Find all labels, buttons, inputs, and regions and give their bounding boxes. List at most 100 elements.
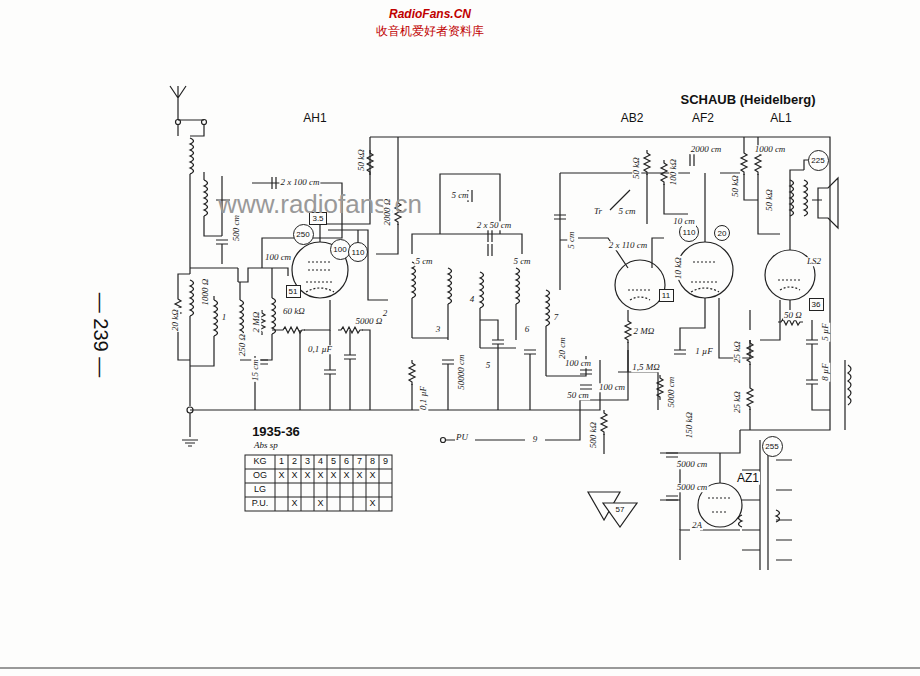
component-value: 50 kΩ — [765, 188, 774, 212]
component-value: 100 cm — [564, 359, 592, 368]
component-value: 2 x 100 cm — [279, 178, 320, 187]
table-cell: X — [277, 471, 285, 480]
component-value: 250 Ω — [238, 333, 247, 357]
heading-label: AB2 — [620, 112, 645, 125]
component-value: 150 kΩ — [685, 411, 694, 439]
heading-label: Abs sp — [253, 441, 279, 450]
marker-text: 36 — [812, 300, 821, 309]
table-cell: X — [355, 471, 363, 480]
component-value: 5 cm — [617, 207, 636, 216]
component-value: 4 — [469, 295, 476, 304]
component-value: 2 MΩ — [252, 311, 261, 334]
component-value: 25 kΩ — [733, 390, 742, 414]
component-value: 100 kΩ — [669, 158, 678, 186]
table-cell: X — [316, 471, 324, 480]
marker-text: 110 — [683, 228, 696, 237]
component-value: 100 cm — [264, 253, 292, 262]
component-value: 15 cm — [251, 358, 260, 382]
component-value: 3 — [435, 325, 442, 334]
component-value: 5 — [485, 361, 492, 370]
component-value: 5 cm — [450, 191, 469, 200]
table-cell: 1 — [278, 457, 285, 466]
component-value: LS2 — [806, 257, 822, 266]
component-value: 500 kΩ — [589, 421, 598, 449]
table-cell: X — [342, 471, 350, 480]
wiring — [0, 86, 920, 668]
table-cell: 8 — [369, 457, 376, 466]
component-value: 50000 cm — [457, 353, 466, 390]
component-value: 5 cm — [414, 257, 433, 266]
component-value: 5000 cm — [676, 483, 709, 492]
component-value: 50 kΩ — [357, 148, 366, 172]
component-value: 6 — [524, 325, 531, 334]
component-value: 25 kΩ — [733, 340, 742, 364]
component-value: 0,1 µF — [419, 385, 428, 411]
triangle-marker: 57 — [602, 502, 638, 528]
marker-text: 51 — [289, 287, 298, 296]
voltage-marker: 110 — [348, 242, 368, 262]
heading-label: AZ1 — [736, 472, 760, 485]
marker-text: 255 — [765, 442, 778, 451]
table-cell: X — [290, 471, 298, 480]
component-value: 20 kΩ — [171, 308, 180, 332]
component-value: 2 MΩ — [633, 327, 656, 336]
table-cell: X — [329, 471, 337, 480]
component-value: 100 cm — [598, 383, 626, 392]
component-value: 1 µF — [694, 347, 713, 356]
table-cell: 3 — [304, 457, 311, 466]
triangle-shape — [603, 503, 637, 527]
component-value: 5 cm — [512, 257, 531, 266]
component-value: 20 cm — [558, 336, 567, 360]
voltage-marker: 20 — [714, 225, 730, 241]
marker-text: 100 — [333, 245, 346, 254]
voltage-marker: 250 — [293, 224, 314, 245]
component-value: 2000 cm — [690, 145, 723, 154]
heading-label: AL1 — [769, 112, 792, 125]
component-value: 1,5 MΩ — [631, 363, 661, 372]
tube-ab2 — [615, 260, 665, 310]
component-value: 8 µF — [821, 362, 830, 381]
heading-label: AF2 — [691, 112, 715, 125]
tube-af2 — [677, 242, 733, 298]
marker-text: 20 — [718, 229, 727, 238]
table-cell: X — [368, 471, 376, 480]
heading-label: 1935-36 — [251, 425, 301, 439]
heading-label: RadioFans.CN — [388, 8, 472, 21]
component-value: 50 kΩ — [731, 174, 740, 198]
table-cell: 4 — [317, 457, 324, 466]
component-value: 2A — [691, 521, 703, 530]
table-cell: P.U. — [251, 499, 269, 508]
component-value: 50 cm — [566, 391, 590, 400]
boxed-marker: 11 — [659, 289, 674, 302]
marker-text: 57 — [616, 505, 625, 514]
component-value: 5000 cm — [676, 460, 709, 469]
component-value: 50 Ω — [783, 311, 803, 320]
marker-text: 11 — [662, 291, 670, 300]
component-value: 60 kΩ — [282, 307, 306, 316]
component-value: PU — [455, 433, 469, 442]
table-cell: X — [316, 499, 324, 508]
switch-table — [245, 455, 392, 511]
table-cell: KG — [252, 457, 267, 466]
component-value: 0,1 µF — [307, 345, 333, 354]
component-value: 5000 Ω — [355, 317, 384, 326]
component-value: Tr — [593, 207, 603, 216]
component-value: 2 x 110 cm — [608, 241, 649, 250]
component-value: 5000 cm — [667, 376, 676, 409]
table-cell: X — [290, 499, 298, 508]
table-cell: 7 — [356, 457, 363, 466]
table-cell: X — [368, 499, 376, 508]
component-value: 2000 Ω — [383, 198, 392, 227]
component-value: 1000 Ω — [201, 278, 210, 307]
table-cell: LG — [253, 485, 267, 494]
boxed-marker: 36 — [809, 298, 824, 311]
table-cell: OG — [252, 471, 268, 480]
heading-label: — 239 — — [90, 292, 111, 378]
table-cell: 6 — [343, 457, 350, 466]
boxed-marker: 51 — [286, 285, 301, 298]
table-cell: 5 — [330, 457, 337, 466]
heading-label: 收音机爱好者资料库 — [375, 25, 485, 38]
table-cell: 9 — [382, 457, 389, 466]
voltage-marker: 225 — [808, 150, 829, 171]
table-cell: X — [303, 471, 311, 480]
